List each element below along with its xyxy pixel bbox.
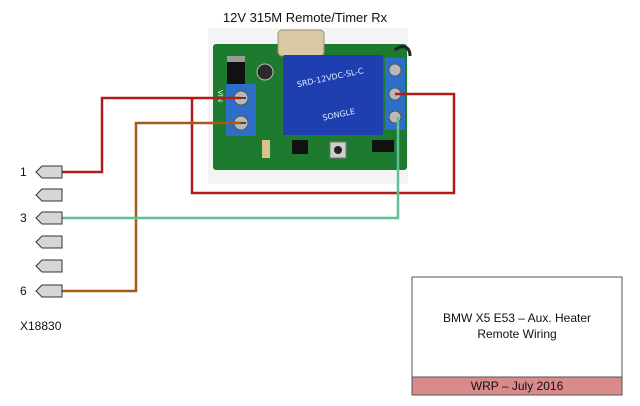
relay-body bbox=[283, 55, 383, 135]
info-title-line2: Remote Wiring bbox=[477, 327, 556, 341]
capacitor bbox=[256, 63, 274, 81]
red-wire-pin1 bbox=[62, 96, 241, 174]
green-wire-pin3 bbox=[62, 117, 400, 220]
push-button-cap bbox=[334, 146, 342, 154]
info-title-line1: BMW X5 E53 – Aux. Heater bbox=[443, 311, 591, 325]
jumper-header bbox=[372, 140, 394, 152]
regulator-tab bbox=[227, 56, 245, 62]
connector-id: X18830 bbox=[20, 319, 62, 333]
info-footer-band bbox=[411, 376, 623, 396]
connector-pins: 1 3 6 bbox=[20, 165, 63, 298]
diagram-title: 12V 315M Remote/Timer Rx bbox=[223, 10, 388, 25]
crystal-component bbox=[277, 29, 325, 57]
wires bbox=[62, 92, 456, 293]
connector-pin bbox=[35, 165, 63, 179]
receiver-board: SRD-12VDC-SL-C SONGLE VIN bbox=[208, 28, 412, 184]
connector-pin bbox=[35, 259, 63, 273]
resistor bbox=[262, 140, 270, 158]
brown-wire-pin6 bbox=[62, 121, 241, 293]
antenna-wire bbox=[394, 45, 412, 57]
connector-pin bbox=[35, 235, 63, 249]
info-box: BMW X5 E53 – Aux. Heater Remote Wiring W… bbox=[411, 276, 623, 396]
red-wire-loop bbox=[190, 92, 456, 195]
regulator-chip bbox=[227, 62, 245, 84]
connector-pin bbox=[35, 188, 63, 202]
terminal-screw-no bbox=[388, 63, 402, 77]
connector-pin bbox=[35, 211, 63, 225]
info-footer-text: WRP – July 2016 bbox=[471, 379, 564, 393]
silk-vin-label: VIN bbox=[216, 90, 224, 102]
connector-pin-label: 1 bbox=[20, 165, 27, 179]
connector-pin-label: 3 bbox=[20, 211, 27, 225]
connector-pin bbox=[35, 284, 63, 298]
ic-chip bbox=[292, 140, 308, 154]
connector-pin-label: 6 bbox=[20, 284, 27, 298]
